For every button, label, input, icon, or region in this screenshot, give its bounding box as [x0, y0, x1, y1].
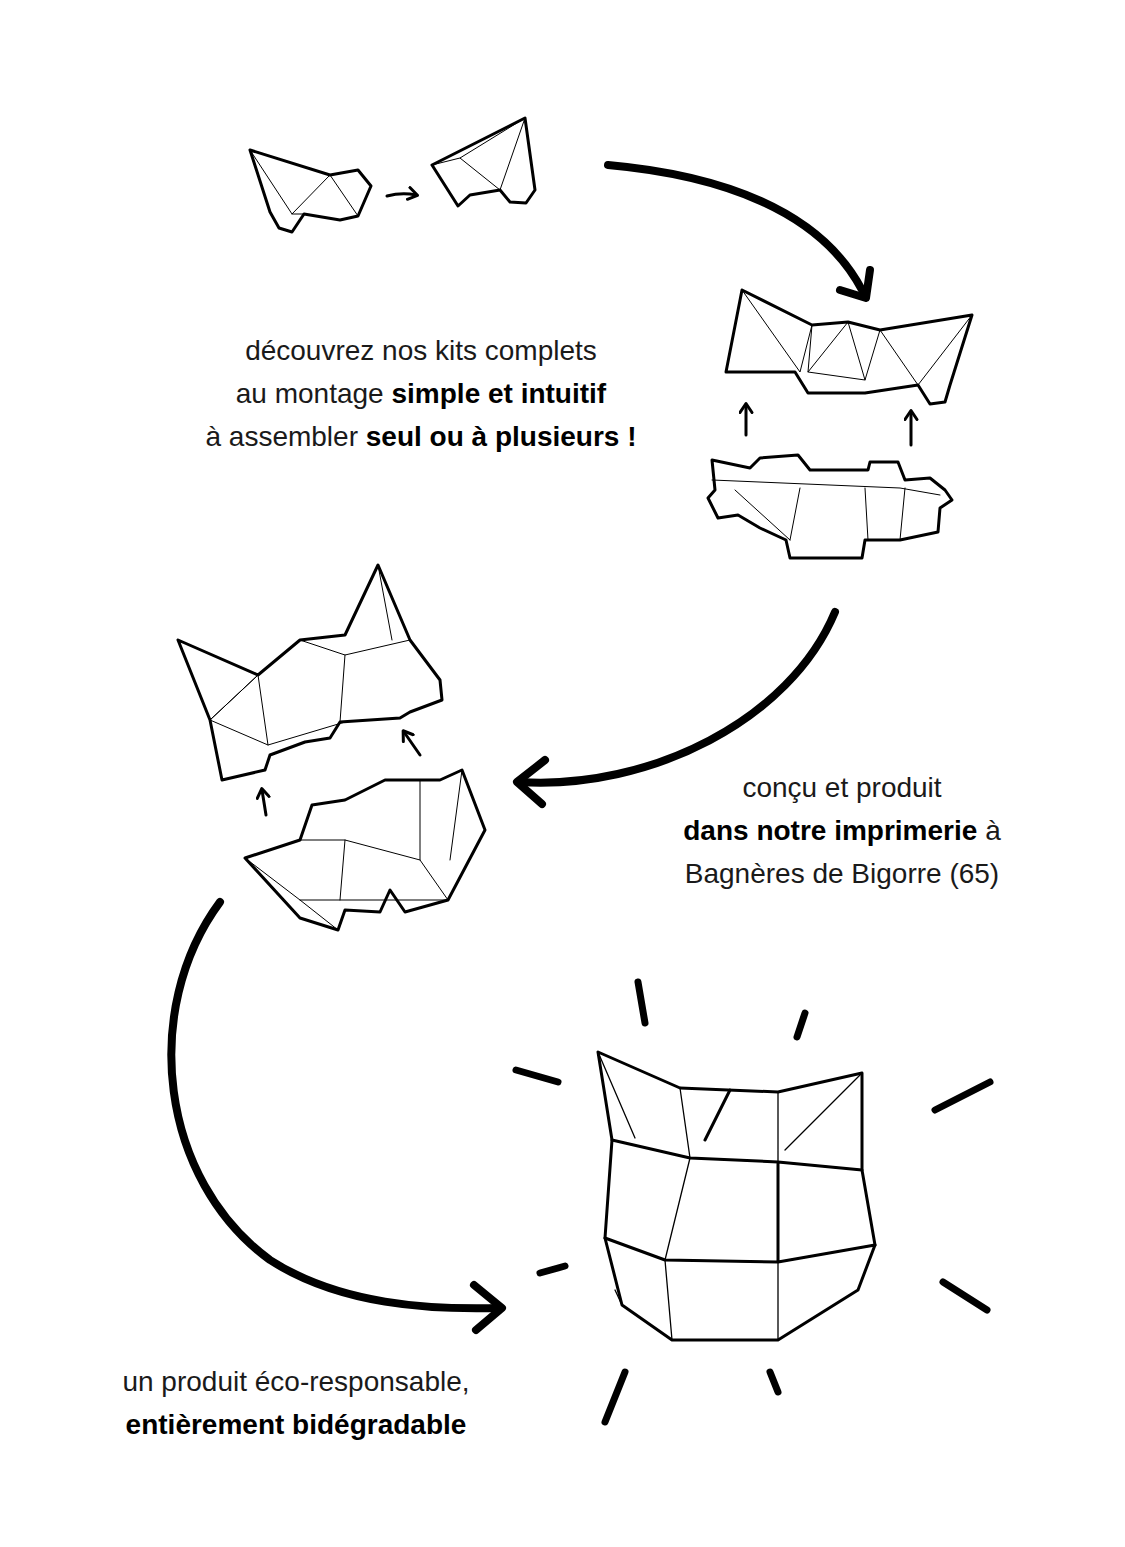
flow-arrow-head [517, 760, 545, 804]
small-arrow [262, 790, 266, 815]
body-text: au montage [236, 378, 384, 409]
text-line: découvrez nos kits complets [205, 329, 636, 372]
ears-band [726, 290, 972, 404]
body-text: à [985, 815, 1001, 846]
text-line: dans notre imprimerie à [683, 809, 1001, 852]
flow-arrow [171, 902, 500, 1308]
text-line: à assembler seul ou à plusieurs ! [205, 415, 636, 458]
highlight-text: entièrement bidégradable [126, 1409, 467, 1440]
shine-lines [516, 982, 990, 1422]
flow-arrow [608, 165, 862, 290]
head-top [178, 565, 442, 780]
text-line: au montage simple et intuitif [205, 372, 636, 415]
ear-piece [432, 118, 535, 206]
text-line: Bagnères de Bigorre (65) [683, 852, 1001, 895]
small-arrow [404, 732, 420, 755]
body-text: Bagnères de Bigorre (65) [685, 858, 999, 889]
text-block: un produit éco-responsable, entièrement b… [122, 1360, 469, 1446]
flow-arrow-head [474, 1285, 502, 1330]
small-arrow [745, 405, 748, 435]
text-block: découvrez nos kits complets au montage sim… [205, 329, 636, 458]
flow-arrow [520, 612, 835, 783]
head-bottom [245, 770, 485, 930]
body-text: conçu et produit [742, 772, 941, 803]
small-arrow [910, 412, 913, 445]
text-line: conçu et produit [683, 766, 1001, 809]
text-block: conçu et produit dans notre imprimerie àBa… [683, 766, 1001, 895]
ear-piece [250, 150, 371, 232]
highlight-text: seul ou à plusieurs ! [366, 421, 637, 452]
text-line: entièrement bidégradable [122, 1403, 469, 1446]
body-text: à assembler [205, 421, 358, 452]
text-line: un produit éco-responsable, [122, 1360, 469, 1403]
head-band [708, 455, 952, 558]
highlight-text: dans notre imprimerie [683, 815, 977, 846]
body-text: découvrez nos kits complets [245, 335, 597, 366]
cat-mask [598, 1052, 875, 1340]
body-text: un produit éco-responsable, [122, 1366, 469, 1397]
highlight-text: simple et intuitif [392, 378, 607, 409]
small-arrow [387, 194, 416, 196]
flow-arrow-head [840, 270, 870, 298]
